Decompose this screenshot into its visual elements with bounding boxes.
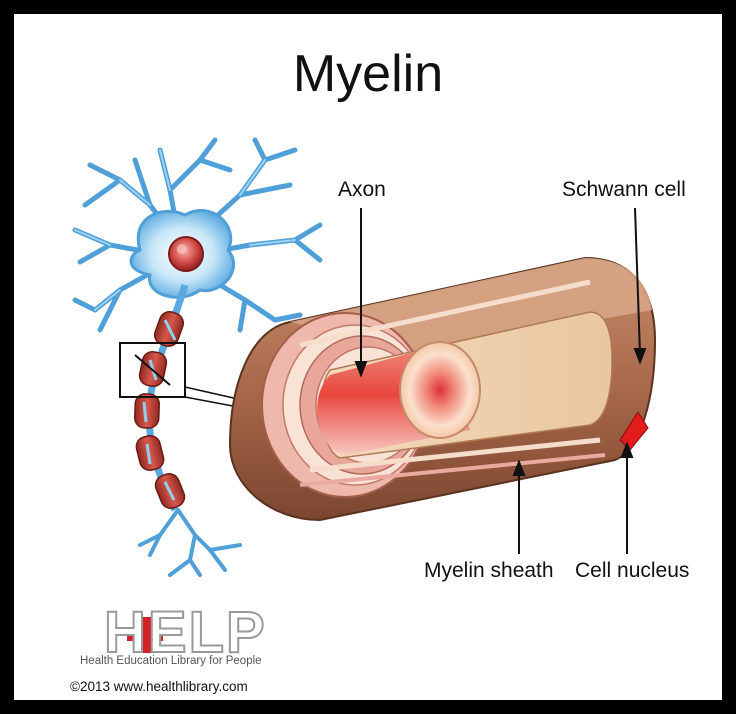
help-logo-subtitle: Health Education Library for People [80, 655, 262, 667]
axon-cross-section [399, 341, 481, 439]
copyright-text: ©2013 www.healthlibrary.com [70, 679, 248, 694]
label-myelin-sheath: Myelin sheath [424, 559, 554, 582]
zoom-box [119, 342, 186, 398]
myelin-cutaway [228, 256, 657, 522]
help-logo-letters: HELP [103, 600, 267, 665]
neuron-nucleus [168, 236, 204, 272]
help-logo-cross [127, 617, 163, 653]
label-axon: Axon [338, 178, 386, 201]
neuron [72, 137, 323, 577]
axon-myelin-segments [134, 310, 186, 509]
diagram-title: Myelin [292, 45, 444, 103]
label-cell-nucleus: Cell nucleus [575, 559, 690, 582]
label-pointers [354, 207, 647, 554]
axon-terminal [138, 508, 242, 577]
label-schwann-cell: Schwann cell [562, 178, 686, 201]
